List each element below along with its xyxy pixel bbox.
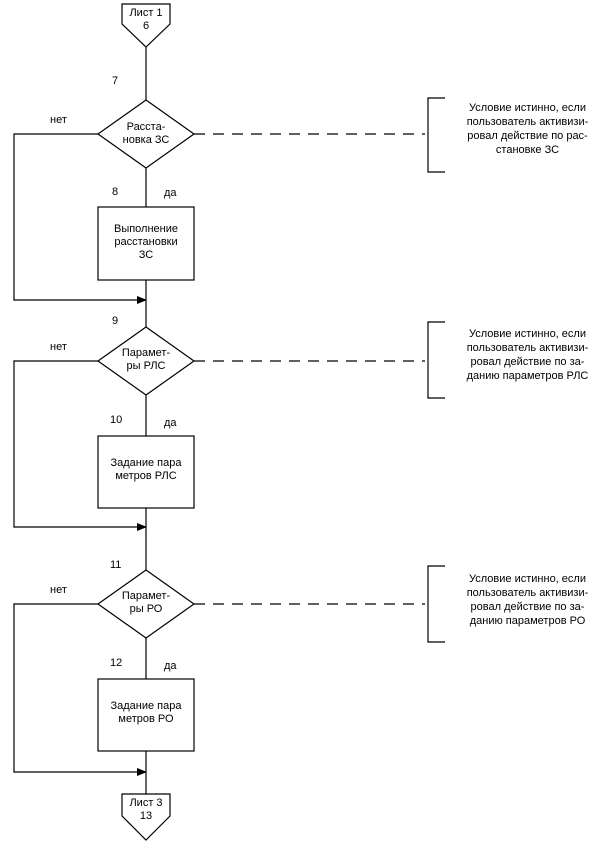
- comment-bracket: [427, 97, 445, 173]
- comment-bracket: [427, 565, 445, 643]
- decision-number: 9: [112, 315, 119, 327]
- connector-bottom-shape: [121, 793, 171, 841]
- process-label: Задание пара метров РО: [110, 700, 182, 725]
- process-number: 10: [110, 414, 123, 426]
- yes-label: да: [164, 660, 177, 672]
- decision-diamond: [96, 569, 196, 639]
- connector-bottom-number: 13: [139, 810, 153, 822]
- decision-label: Парамет- ры РО: [121, 590, 171, 615]
- comment-text: Условие истинно, если пользователь актив…: [466, 328, 589, 382]
- decision-diamond: [96, 99, 196, 169]
- process-label: Выполнение расстановки ЗС: [113, 223, 179, 261]
- decision-number: 7: [112, 75, 119, 87]
- process-box: [97, 435, 195, 509]
- comment-text: Условие истинно, если пользователь актив…: [466, 102, 589, 156]
- process-label: Задание пара метров РЛС: [110, 457, 182, 482]
- no-label: нет: [50, 341, 67, 353]
- no-label: нет: [50, 114, 67, 126]
- no-branch-line: [13, 133, 147, 304]
- connector-bottom-sheet: Лист 3: [129, 797, 163, 809]
- decision-number: 11: [110, 559, 122, 571]
- comment-bracket: [427, 321, 445, 399]
- process-number: 8: [112, 186, 119, 198]
- process-box: [97, 206, 195, 281]
- comment-text: Условие истинно, если пользователь актив…: [466, 573, 589, 627]
- process-number: 12: [110, 657, 123, 669]
- decision-diamond: [96, 326, 196, 396]
- decision-label: Парамет- ры РЛС: [121, 347, 171, 372]
- process-box: [97, 678, 195, 752]
- no-branch-line: [13, 603, 147, 776]
- no-label: нет: [50, 584, 67, 596]
- no-branch-line: [13, 360, 147, 531]
- yes-label: да: [164, 187, 177, 199]
- decision-label: Расста- новка ЗС: [122, 121, 170, 146]
- connector-top-number: 6: [142, 20, 150, 32]
- connector-top-sheet: Лист 1: [129, 7, 163, 19]
- yes-label: да: [164, 417, 177, 429]
- connector-top-shape: [121, 3, 171, 48]
